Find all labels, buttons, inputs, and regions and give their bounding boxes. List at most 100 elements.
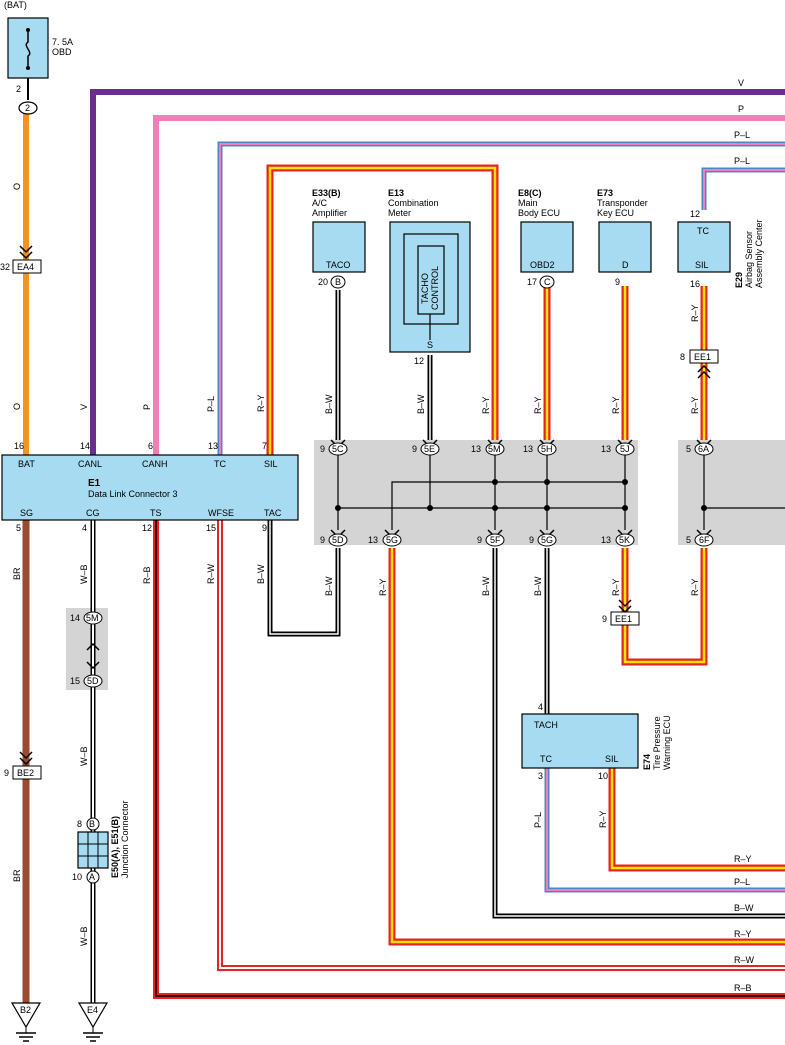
svg-text:P–L: P–L [734, 130, 750, 140]
svg-text:9: 9 [529, 535, 534, 545]
svg-text:9: 9 [320, 444, 325, 454]
svg-text:E8(C): E8(C) [518, 188, 542, 198]
svg-text:13: 13 [523, 444, 533, 454]
svg-text:O: O [12, 403, 22, 410]
wire-pl-e29-outer [701, 167, 785, 210]
svg-text:Transponder: Transponder [597, 198, 648, 208]
svg-text:Main: Main [518, 198, 538, 208]
svg-text:Warning ECU: Warning ECU [662, 715, 672, 770]
jpin-5g-a: 5G 13 [368, 529, 402, 547]
svg-text:SIL: SIL [695, 260, 709, 270]
svg-text:12: 12 [690, 209, 700, 219]
svg-text:12: 12 [414, 356, 424, 366]
jpin-5e: 5E 9 [412, 439, 440, 456]
svg-text:R–Y: R–Y [611, 578, 621, 596]
svg-text:CANL: CANL [78, 459, 102, 469]
svg-text:R–Y: R–Y [690, 578, 700, 596]
ground-b2: B2 [10, 1002, 42, 1042]
svg-text:C: C [544, 277, 551, 287]
wire-ry-e74 [608, 768, 785, 872]
bat-label: (BAT) [4, 0, 27, 10]
svg-text:E29: E29 [734, 272, 744, 288]
svg-text:9: 9 [4, 768, 9, 778]
svg-text:R–Y: R–Y [481, 396, 491, 414]
svg-text:B–W: B–W [481, 576, 491, 596]
svg-text:B: B [89, 819, 95, 829]
fuse-name: OBD [52, 47, 72, 57]
svg-text:5G: 5G [386, 535, 398, 545]
wire-violet-canl [90, 89, 785, 455]
jpin-6f: 6F 5 [686, 529, 714, 547]
dlc-code: E1 [88, 478, 101, 489]
svg-text:E4: E4 [87, 1005, 98, 1015]
svg-text:R–Y: R–Y [734, 854, 752, 864]
right-edge-labels: V P P–L P–L R–Y P–L B–W R–Y R–W R–B [734, 78, 755, 993]
svg-text:5: 5 [16, 523, 21, 533]
jpin-5j: 5J 13 [601, 439, 635, 456]
svg-text:B–W: B–W [533, 576, 543, 596]
svg-text:2: 2 [25, 103, 30, 113]
svg-text:Amplifier: Amplifier [312, 208, 347, 218]
wire-pl-tc-inner [219, 143, 785, 455]
svg-text:13: 13 [601, 444, 611, 454]
svg-text:14: 14 [70, 613, 80, 623]
svg-text:EE1: EE1 [615, 614, 632, 624]
svg-text:8: 8 [77, 819, 82, 829]
svg-text:OBD2: OBD2 [530, 260, 555, 270]
svg-text:13: 13 [208, 441, 218, 451]
junction-block-main [314, 440, 638, 545]
junction-connector-e50-e51: B 8 A 10 E50(A), E51(B) Junction Connect… [72, 800, 130, 884]
svg-text:R–Y: R–Y [690, 304, 700, 322]
svg-text:E74: E74 [642, 754, 652, 770]
ground-e4: E4 [77, 1002, 109, 1042]
svg-text:R–W: R–W [734, 955, 755, 965]
svg-text:BE2: BE2 [17, 768, 34, 778]
junction-top-pins: 5C 9 5E 9 5M 13 5H 13 5J 13 [320, 439, 714, 456]
svg-text:Junction Connector: Junction Connector [120, 800, 130, 878]
svg-text:5E: 5E [424, 444, 435, 454]
svg-text:WFSE: WFSE [208, 508, 234, 518]
jpin-5d: 5D 9 [320, 529, 348, 547]
svg-text:R–Y: R–Y [598, 810, 608, 828]
jpin-5c: 5C 9 [320, 439, 348, 456]
junction-block-right [678, 440, 785, 545]
svg-text:SIL: SIL [605, 754, 619, 764]
ecu-e33-ac-amplifier: E33(B) A/C Amplifier TACO 20 B [312, 188, 366, 289]
svg-text:CANH: CANH [142, 459, 168, 469]
svg-text:EE1: EE1 [694, 352, 711, 362]
svg-text:TACH: TACH [534, 720, 558, 730]
svg-text:16: 16 [14, 441, 24, 451]
svg-text:14: 14 [80, 441, 90, 451]
jpin-6a: 6A 5 [686, 439, 714, 456]
svg-text:R–Y: R–Y [256, 394, 266, 412]
svg-text:4: 4 [82, 523, 87, 533]
fuse-amp: 7. 5A [52, 37, 73, 47]
svg-text:13: 13 [471, 444, 481, 454]
svg-text:R–Y: R–Y [378, 578, 388, 596]
svg-text:9: 9 [412, 444, 417, 454]
svg-text:R–B: R–B [142, 566, 152, 584]
wire-pl-tc-outer [217, 141, 785, 455]
svg-text:TAC: TAC [264, 508, 282, 518]
svg-text:32: 32 [0, 262, 10, 272]
svg-text:Meter: Meter [388, 208, 411, 218]
svg-text:A: A [89, 872, 95, 882]
svg-text:P–L: P–L [734, 877, 750, 887]
fuse-obd: (BAT) 7. 5A OBD 2 2 [4, 0, 73, 115]
svg-text:10: 10 [72, 872, 82, 882]
svg-text:TS: TS [150, 508, 162, 518]
junction-left: 5M 14 5D 15 [70, 611, 103, 688]
svg-text:7: 7 [262, 441, 267, 451]
svg-text:R–Y: R–Y [533, 396, 543, 414]
svg-text:B–W: B–W [324, 394, 334, 414]
jpin-5h: 5H 13 [523, 439, 557, 456]
svg-text:6: 6 [148, 441, 153, 451]
svg-text:P–L: P–L [734, 156, 750, 166]
jpin-5k: 5K 13 [601, 529, 635, 547]
connector-ee1-lower: EE1 9 [602, 599, 640, 626]
svg-text:9: 9 [602, 614, 607, 624]
svg-text:9: 9 [477, 535, 482, 545]
svg-text:9: 9 [262, 523, 267, 533]
svg-text:BAT: BAT [18, 459, 35, 469]
svg-text:5D: 5D [332, 535, 344, 545]
